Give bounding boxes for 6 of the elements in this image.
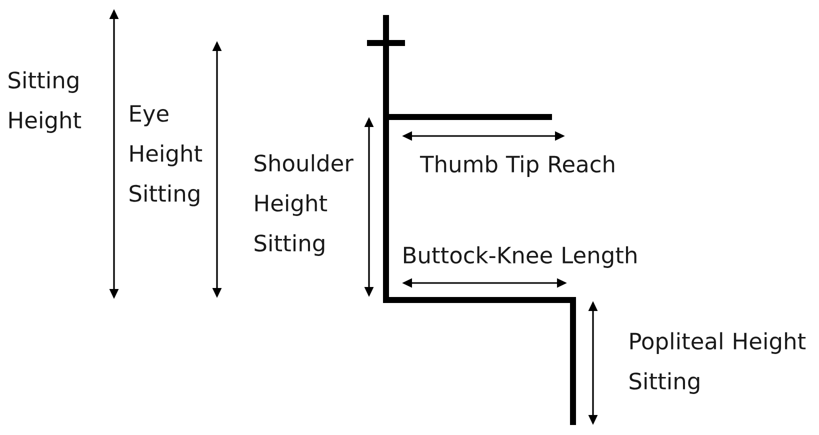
measurement-label: Sitting Height [8,71,82,133]
measurement-label: Eye Height Sitting [130,105,202,206]
measurement-label: Buttock-Knee Length [404,246,636,268]
measurement-label: Popliteal Height Sitting [630,332,806,394]
measurement-label: Shoulder Height Sitting [254,154,354,256]
measurement-label: Thumb Tip Reach [420,155,614,177]
